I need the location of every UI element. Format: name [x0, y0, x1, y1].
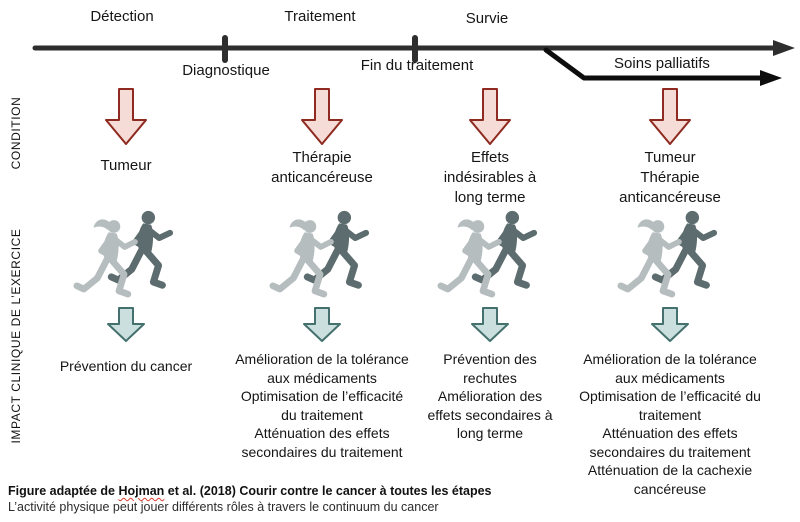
- row-label-impact-clinique: IMPACT CLINIQUE DE L’EXERCICE: [9, 228, 23, 444]
- condition-down-arrow-icon: [649, 88, 691, 146]
- milestone-label-diagnostique: Diagnostique: [182, 62, 270, 79]
- milestone-label-fin-traitement: Fin du traitement: [360, 57, 474, 74]
- phase-label-detection: Détection: [90, 8, 154, 25]
- caption-author-misspelled: Hojman: [118, 484, 165, 498]
- timeline-axis: [32, 35, 795, 86]
- condition-down-arrow-icon: [469, 88, 511, 146]
- figure-caption: Figure adaptée de Hojman et al. (2018) C…: [8, 484, 492, 514]
- runners-icon: [435, 208, 545, 305]
- phase-label-survie: Survie: [465, 10, 509, 27]
- palliative-branch-arrowhead-icon: [760, 70, 782, 86]
- impact-text: Prévention du cancer: [59, 358, 193, 374]
- palliative-branch-line: [543, 47, 765, 81]
- timeline-arrowhead-icon: [773, 40, 795, 56]
- branch-label-soins-palliatifs: Soins palliatifs: [614, 55, 710, 72]
- runners-icon: [267, 208, 377, 305]
- condition-down-arrow-icon: [301, 88, 343, 146]
- impact-down-arrow-icon: [107, 307, 145, 343]
- runners-icon: [71, 208, 181, 305]
- caption-subtitle: L’activité physique peut jouer différent…: [8, 500, 439, 514]
- impact-down-arrow-icon: [303, 307, 341, 343]
- caption-title: Figure adaptée de Hojman et al. (2018) C…: [8, 484, 492, 498]
- caption-prefix: Figure adaptée de: [8, 484, 119, 498]
- column-detection: Tumeur Prévention du cancer: [26, 0, 226, 522]
- runners-icon: [615, 208, 725, 305]
- impact-down-arrow-icon: [651, 307, 689, 343]
- condition-down-arrow-icon: [105, 88, 147, 146]
- caption-suffix: et al. (2018) Courir contre le cancer à …: [164, 484, 492, 498]
- row-label-condition: CONDITION: [9, 96, 23, 170]
- impact-down-arrow-icon: [471, 307, 509, 343]
- phase-label-traitement: Traitement: [284, 8, 356, 25]
- condition-text: Tumeur: [100, 157, 152, 174]
